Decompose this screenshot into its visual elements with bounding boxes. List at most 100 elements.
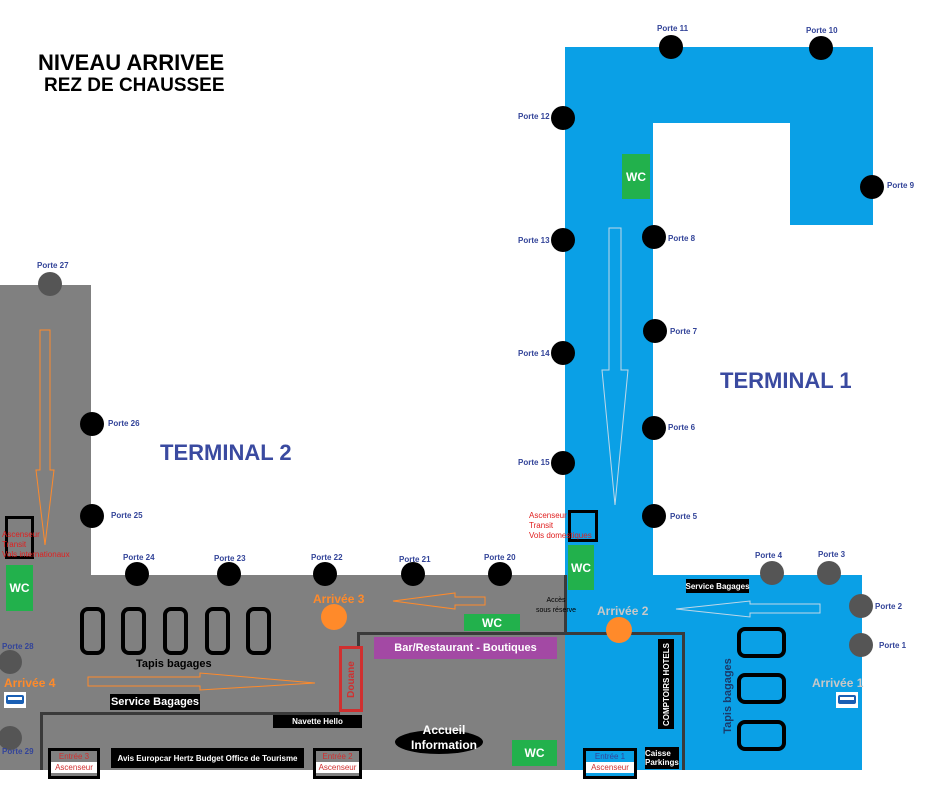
bar-restaurant-shops: Bar/Restaurant - Boutiques — [374, 637, 557, 659]
gate-label: Porte 24 — [123, 553, 155, 562]
baggage-carousel — [121, 607, 146, 655]
bus-icon — [836, 692, 858, 708]
baggage-carousel-label-t1: Tapis bagages — [721, 658, 734, 734]
baggage-carousel — [163, 607, 188, 655]
gate-label: Porte 15 — [518, 458, 550, 467]
gate-label: Porte 1 — [879, 641, 907, 650]
gate-12[interactable] — [551, 106, 575, 130]
service-bagages-t1: Service Bagages — [685, 579, 750, 593]
arrival-3-label: Arrivée 3 — [313, 592, 365, 606]
gate-4[interactable] — [760, 561, 784, 585]
wall — [40, 712, 340, 715]
gate-label: Porte 14 — [518, 349, 550, 358]
terminal1-hall — [565, 575, 862, 770]
arrow-down-t2 — [35, 329, 55, 546]
gate-label: Porte 4 — [755, 551, 783, 560]
gate-label: Porte 10 — [806, 26, 838, 35]
gate-10[interactable] — [809, 36, 833, 60]
gate-13[interactable] — [551, 228, 575, 252]
gate-29[interactable] — [0, 726, 22, 750]
service-bagages-t2: Service Bagages — [110, 694, 200, 710]
gate-label: Porte 9 — [887, 181, 915, 190]
arrival-2-marker — [606, 617, 632, 643]
bus-icon — [4, 692, 26, 708]
gate-label: Porte 13 — [518, 236, 550, 245]
gate-label: Porte 22 — [311, 553, 343, 562]
gate-label: Porte 11 — [657, 24, 689, 33]
gate-label: Porte 5 — [670, 512, 698, 521]
baggage-carousel — [737, 627, 786, 658]
gate-label: Porte 27 — [37, 261, 69, 270]
gate-8[interactable] — [642, 225, 666, 249]
arrow-down-t1 — [601, 227, 629, 506]
baggage-carousel — [737, 720, 786, 751]
gate-20[interactable] — [488, 562, 512, 586]
gate-24[interactable] — [125, 562, 149, 586]
gate-label: Porte 2 — [875, 602, 903, 611]
gate-6[interactable] — [642, 416, 666, 440]
gate-label: Porte 6 — [668, 423, 696, 432]
wc-t1-top: WC — [622, 154, 650, 199]
baggage-carousel-label-t2: Tapis bagages — [136, 658, 212, 670]
gate-21[interactable] — [401, 562, 425, 586]
level-title: NIVEAU ARRIVEE — [38, 50, 225, 75]
gate-label: Porte 21 — [399, 555, 431, 564]
navette-hello: Navette Hello — [273, 715, 362, 728]
customs: Douane — [339, 646, 363, 712]
wc-t2-left: WC — [6, 565, 33, 611]
gate-label: Porte 29 — [2, 747, 34, 756]
hotel-counters: COMPTOIRS HOTELS — [658, 639, 674, 729]
arrow-left-t1 — [675, 600, 821, 618]
gate-3[interactable] — [817, 561, 841, 585]
gate-14[interactable] — [551, 341, 575, 365]
gate-9[interactable] — [860, 175, 884, 199]
gate-1[interactable] — [849, 633, 873, 657]
arrow-left-t2 — [392, 592, 486, 610]
gate-28[interactable] — [0, 650, 22, 674]
elevator-transit-international — [5, 516, 34, 559]
terminal2-label: TERMINAL 2 — [160, 440, 292, 465]
gate-5[interactable] — [642, 504, 666, 528]
gate-label: Porte 12 — [518, 112, 550, 121]
terminal1-right-arm — [790, 47, 873, 225]
wc-t1: WC — [568, 545, 594, 590]
gate-label: Porte 28 — [2, 642, 34, 651]
gate-label: Porte 7 — [670, 327, 698, 336]
wc-t2-center: WC — [464, 614, 520, 631]
wc-t2-bottom: WC — [512, 740, 557, 766]
arrival-4-label: Arrivée 4 — [4, 676, 56, 690]
gate-label: Porte 20 — [484, 553, 516, 562]
gate-15[interactable] — [551, 451, 575, 475]
arrival-1-label: Arrivée 1 — [812, 676, 864, 690]
gate-11[interactable] — [659, 35, 683, 59]
gate-label: Porte 25 — [111, 511, 143, 520]
arrow-right-t2 — [87, 672, 316, 691]
gate-27[interactable] — [38, 272, 62, 296]
gate-label: Porte 26 — [108, 419, 140, 428]
gate-26[interactable] — [80, 412, 104, 436]
arrival-3-marker — [321, 604, 347, 630]
gate-23[interactable] — [217, 562, 241, 586]
gate-label: Porte 8 — [668, 234, 696, 243]
gate-label: Porte 3 — [818, 550, 846, 559]
gate-25[interactable] — [80, 504, 104, 528]
gate-7[interactable] — [643, 319, 667, 343]
baggage-carousel — [737, 673, 786, 704]
car-rental-counters: Avis Europcar Hertz Budget Office de Tou… — [111, 748, 304, 768]
baggage-carousel — [80, 607, 105, 655]
baggage-carousel — [246, 607, 271, 655]
gate-2[interactable] — [849, 594, 873, 618]
arrival-2-label: Arrivée 2 — [597, 604, 649, 618]
gate-label: Porte 23 — [214, 554, 246, 563]
terminal1-label: TERMINAL 1 — [720, 368, 852, 393]
wall — [357, 632, 685, 635]
gate-22[interactable] — [313, 562, 337, 586]
